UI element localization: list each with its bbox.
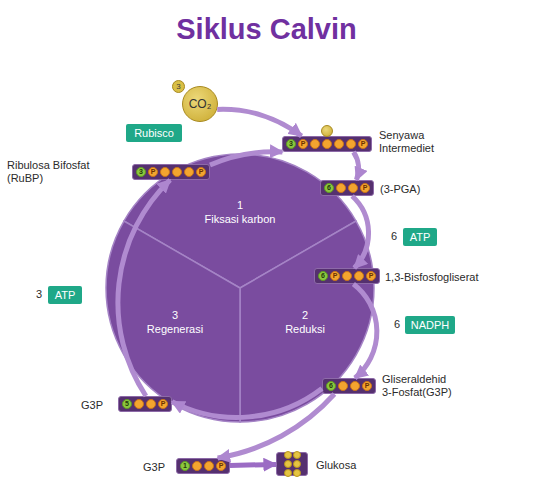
carbon-atom [354, 271, 364, 281]
phosphate-group: P [362, 381, 372, 391]
carbon-atom [293, 451, 301, 459]
molecule-name: (3-PGA) [380, 183, 460, 196]
sector-fill [106, 221, 240, 422]
phosphate-group: P [148, 167, 158, 177]
carbon-count: 6 [326, 381, 336, 391]
molecule-name: Gliseraldehid 3-Fosfat(G3P) [382, 373, 456, 399]
tag-text: Rubisco [134, 127, 174, 139]
sector-shape [106, 221, 240, 422]
cycle-arrow [353, 284, 376, 378]
carbon-atom [336, 183, 346, 193]
cycle-sector: 3Regenerasi [106, 221, 240, 422]
sector-label: 1Fiksasi karbon [180, 198, 300, 226]
carbon-count: 3 [136, 167, 146, 177]
molecule-name: Senyawa Intermediet [379, 129, 459, 155]
tag-text: ATP [55, 289, 76, 301]
carbon-atom [350, 381, 360, 391]
molecule-formula: CO₂ [189, 97, 212, 111]
carbon-atom [284, 469, 292, 477]
count-number: 3 [36, 288, 42, 301]
sector-label: 3Regenerasi [115, 308, 235, 336]
molecule-tag: 6NADPH [405, 316, 455, 334]
cycle-arrow [118, 180, 170, 396]
stage-number: 1 [180, 198, 300, 212]
carbon-count: 5 [122, 399, 132, 409]
sector-label: 2Reduksi [245, 308, 365, 336]
added-carbon [321, 125, 333, 137]
cycle-arrow [218, 394, 335, 458]
stage-number: 2 [245, 308, 365, 322]
stage-name: Fiksasi karbon [180, 212, 300, 226]
molecule-name: 1,3-Bisfosfogliserat [385, 271, 525, 284]
tag-text: ATP [410, 231, 431, 243]
phosphate-group: P [330, 271, 340, 281]
cycle-arrow [217, 109, 301, 136]
carbon-atom [134, 399, 144, 409]
glucose-icon: Glukosa [276, 452, 308, 476]
carbon-atom [342, 271, 352, 281]
molecule-tag: 6ATP [403, 228, 437, 246]
carbon-atom [172, 167, 182, 177]
molecule-bar: 6PP1,3-Bisfosfogliserat [314, 268, 380, 284]
tag-text: NADPH [411, 319, 450, 331]
count-number: 3 [176, 82, 180, 91]
carbon-atom [334, 139, 344, 149]
carbon-atom [346, 139, 356, 149]
count-badge: 3 [172, 80, 185, 93]
phosphate-group: P [358, 139, 368, 149]
cycle-arrow [352, 196, 368, 268]
carbon-atom [310, 139, 320, 149]
carbon-atom [146, 399, 156, 409]
cycle-arrow [354, 152, 359, 180]
carbon-count: 6 [318, 271, 328, 281]
phosphate-group: P [158, 399, 168, 409]
phosphate-group: P [366, 271, 376, 281]
phosphate-group: P [298, 139, 308, 149]
cycle-arrow [172, 388, 322, 417]
carbon-count: 6 [324, 183, 334, 193]
molecule-bar: 6PGliseraldehid 3-Fosfat(G3P) [322, 378, 376, 394]
carbon-atom [284, 451, 292, 459]
molecule-tag: Rubisco [126, 124, 182, 142]
carbon-atom [293, 460, 301, 468]
carbon-count: 1 [180, 461, 190, 471]
carbon-atom [293, 469, 301, 477]
phosphate-group: P [360, 183, 370, 193]
molecule-bar: 5PG3P [118, 396, 172, 412]
molecule-tag: 3ATP [48, 286, 82, 304]
molecule-bar: 6P(3-PGA) [320, 180, 374, 196]
carbon-atom [322, 139, 332, 149]
molecule-bar: 3PPRibulosa Bifosfat (RuBP) [132, 164, 210, 180]
count-number: 6 [394, 318, 400, 331]
carbon-atom [160, 167, 170, 177]
co2-molecule: CO₂ [182, 86, 218, 122]
cycle-arrow [210, 152, 282, 165]
count-number: 6 [391, 230, 397, 243]
carbon-atom [338, 381, 348, 391]
molecule-bar: 3PPSenyawa Intermediet [282, 136, 372, 152]
product-arrow [230, 464, 276, 465]
carbon-atom [284, 460, 292, 468]
molecule-bar: 1PG3P [176, 458, 230, 474]
molecule-name: Glukosa [316, 459, 386, 472]
phosphate-group: P [216, 461, 226, 471]
carbon-atom [348, 183, 358, 193]
stage-number: 3 [115, 308, 235, 322]
carbon-atom [184, 167, 194, 177]
phosphate-group: P [196, 167, 206, 177]
molecule-name: G3P [143, 461, 183, 474]
stage-name: Regenerasi [115, 322, 235, 336]
stage-name: Reduksi [245, 322, 365, 336]
carbon-atom [192, 461, 202, 471]
carbon-count: 3 [286, 139, 296, 149]
molecule-name: G3P [81, 399, 121, 412]
diagram-title: Siklus Calvin [0, 12, 533, 46]
carbon-atom [204, 461, 214, 471]
molecule-name: Ribulosa Bifosfat (RuBP) [7, 159, 107, 185]
